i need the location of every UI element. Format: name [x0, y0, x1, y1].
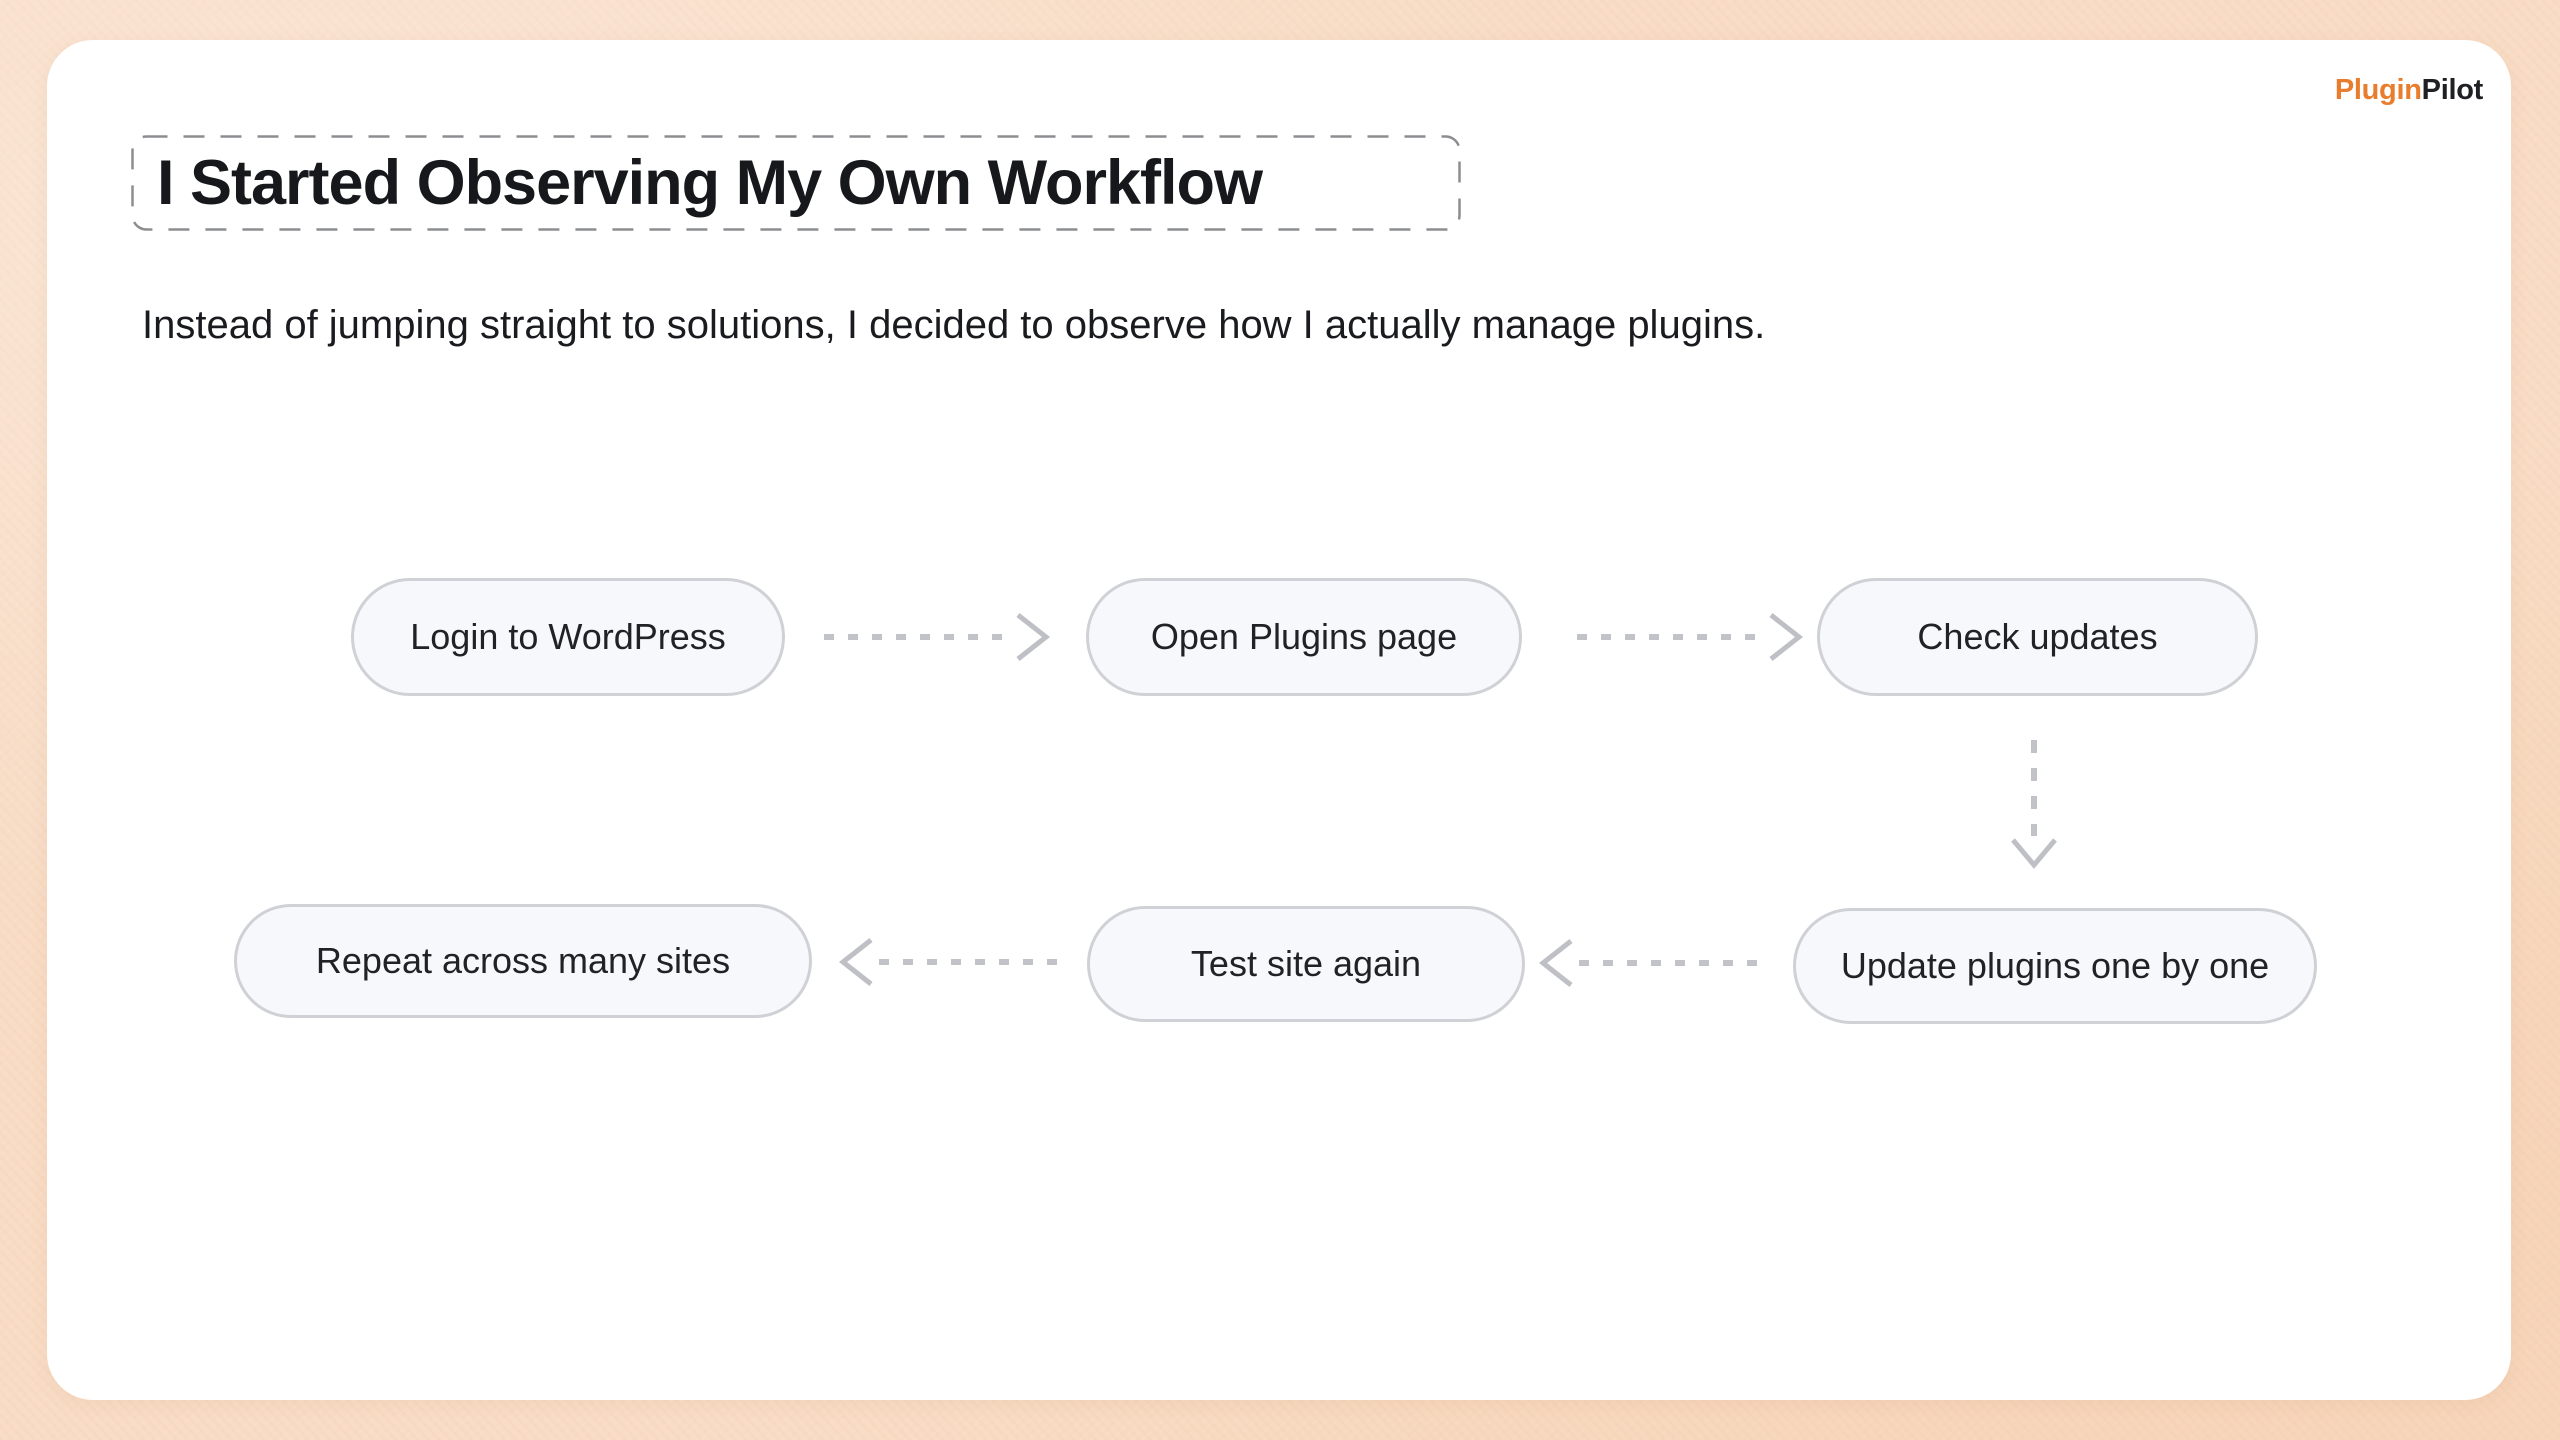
slide-subtitle: Instead of jumping straight to solutions…: [142, 303, 1766, 347]
arrow-down-icon-check-to-update: [2011, 740, 2057, 869]
brand-logo-part1: Plugin: [2334, 74, 2422, 106]
slide-card: PluginPilot I Started Observing My Own W…: [47, 40, 2511, 1400]
flow-node-login-to-wordpress: Login to WordPress: [351, 578, 785, 696]
flow-node-test-site-again: Test site again: [1087, 906, 1525, 1022]
flow-node-check-updates: Check updates: [1817, 578, 2258, 696]
flow-node-repeat-across-many-sites: Repeat across many sites: [234, 904, 812, 1018]
title-placeholder: I Started Observing My Own Workflow: [131, 135, 1461, 231]
flow-node-open-plugins-page: Open Plugins page: [1086, 578, 1522, 696]
arrow-left-icon-update-to-test: [1538, 939, 1769, 987]
arrow-right-icon-open-to-check: [1577, 613, 1804, 661]
brand-logo-part2: Pilot: [2421, 74, 2484, 106]
flow-node-update-plugins-one-by-one: Update plugins one by one: [1793, 908, 2317, 1024]
title-dashed-border: [131, 135, 1461, 231]
page-title: I Started Observing My Own Workflow: [157, 148, 1263, 218]
arrow-right-icon-login-to-open: [824, 613, 1051, 661]
arrow-left-icon-test-to-repeat: [838, 938, 1069, 986]
brand-logo: PluginPilot: [2335, 74, 2483, 107]
